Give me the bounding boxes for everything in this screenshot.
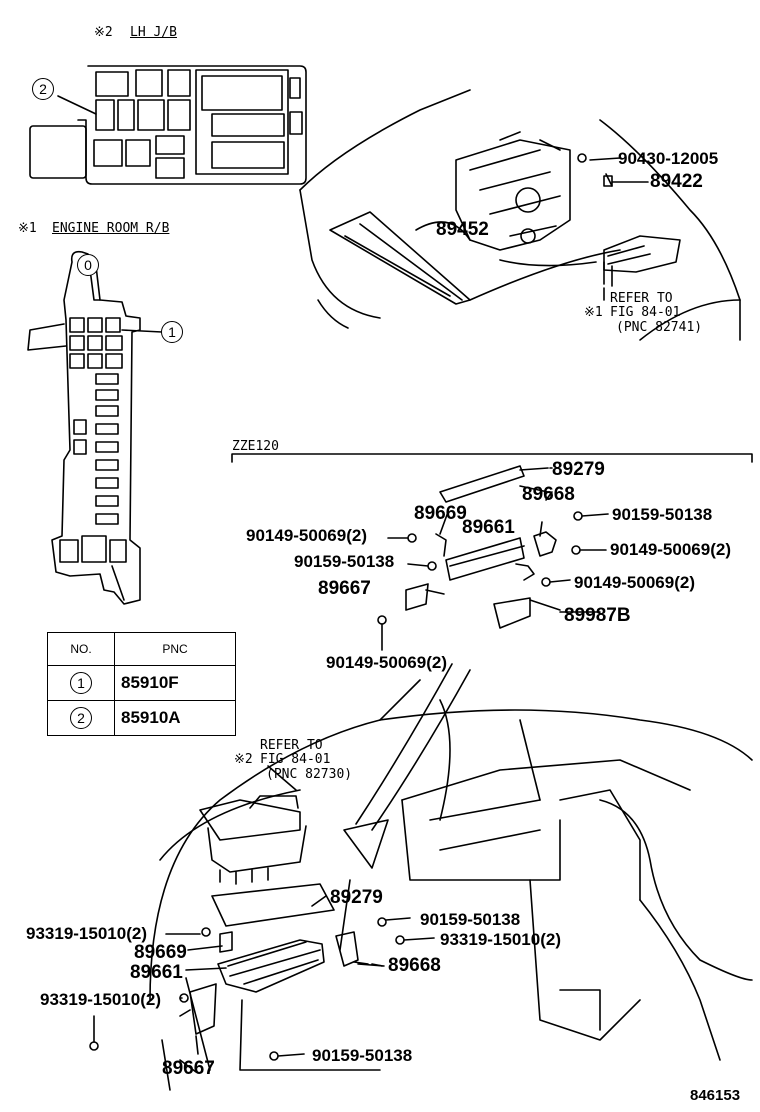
engine-compartment-drawing xyxy=(300,90,740,340)
pnc-row-no-cell: 1 xyxy=(47,665,115,701)
table-row: 1 85910F xyxy=(47,665,236,701)
pnc-row-value: 85910F xyxy=(114,665,236,701)
table-row: 2 85910A xyxy=(47,700,236,736)
pnc-row-no: 1 xyxy=(70,672,92,694)
zze-part-90149-50069-d: 90149-50069(2) xyxy=(326,653,447,672)
cabin-part-93319-15010-b: 93319-15010(2) xyxy=(40,990,161,1009)
zze-part-90149-50069-b: 90149-50069(2) xyxy=(610,540,731,559)
zze120-assembly-drawing xyxy=(378,466,608,650)
cabin-part-89669: 89669 xyxy=(134,942,187,963)
cabin-view-drawing xyxy=(90,680,752,1090)
zze-part-90159-50138-b: 90159-50138 xyxy=(294,552,395,571)
engine-room-rb-callout-0: 0 xyxy=(77,254,99,276)
zze-part-90159-50138-a: 90159-50138 xyxy=(612,505,713,524)
leader-lines xyxy=(166,468,600,1054)
pnc-table: NO. PNC 1 85910F 2 85910A xyxy=(47,632,236,736)
cabin-refer-mark: ※2 xyxy=(234,752,253,767)
cabin-part-93319-15010-a: 93319-15010(2) xyxy=(26,924,147,943)
cabin-refer-line3: (PNC 82730) xyxy=(266,767,353,782)
engine-refer-line2: FIG 84-01 xyxy=(610,305,681,320)
zze-part-89661: 89661 xyxy=(462,517,515,538)
cabin-refer-line1: REFER TO xyxy=(260,738,323,753)
zze-part-89279: 89279 xyxy=(552,459,605,480)
zze-part-89667: 89667 xyxy=(318,578,371,599)
zze-part-89668: 89668 xyxy=(522,484,575,505)
cabin-part-89667: 89667 xyxy=(162,1058,215,1079)
zze120-bracket-lines xyxy=(232,454,752,462)
cabin-part-89661: 89661 xyxy=(130,962,183,983)
engine-room-rb-title: ENGINE ROOM R/B xyxy=(52,221,170,236)
lh-junction-block-drawing xyxy=(30,66,306,184)
pnc-header-no: NO. xyxy=(47,632,115,666)
zze-part-89987b: 89987B xyxy=(564,605,631,626)
engine-refer-mark: ※1 xyxy=(584,305,603,320)
pnc-row-value: 85910A xyxy=(114,700,236,736)
pnc-row-no: 2 xyxy=(70,707,92,729)
engine-room-rb-mark: ※1 xyxy=(18,221,37,236)
diagram-code: 846153 xyxy=(690,1087,741,1104)
engine-refer-line3: (PNC 82741) xyxy=(616,320,703,335)
zze-part-90149-50069-c: 90149-50069(2) xyxy=(574,573,695,592)
cabin-part-89668: 89668 xyxy=(388,955,441,976)
pnc-row-no-cell: 2 xyxy=(47,700,115,736)
pnc-header-pnc: PNC xyxy=(114,632,236,666)
pointer-arrow xyxy=(344,664,470,868)
engine-room-rb-callout-1: 1 xyxy=(161,321,183,343)
zze120-title: ZZE120 xyxy=(232,439,279,454)
part-89422: 89422 xyxy=(650,171,703,192)
cabin-part-93319-15010-c: 93319-15010(2) xyxy=(440,930,561,949)
lh-jb-callout: 2 xyxy=(32,78,54,100)
cabin-refer-line2: FIG 84-01 xyxy=(260,752,331,767)
cabin-part-89279: 89279 xyxy=(330,887,383,908)
part-90430-12005: 90430-12005 xyxy=(618,149,719,168)
pnc-table-header: NO. PNC xyxy=(47,632,236,666)
zze-part-90149-50069-a: 90149-50069(2) xyxy=(246,526,367,545)
lh-jb-mark: ※2 xyxy=(94,25,113,40)
zze-part-89669: 89669 xyxy=(414,503,467,524)
part-89452: 89452 xyxy=(436,219,489,240)
lh-jb-title: LH J/B xyxy=(130,25,177,40)
cabin-part-90159-50138-b: 90159-50138 xyxy=(312,1046,413,1065)
engine-room-relay-block-drawing xyxy=(28,252,162,604)
cabin-part-90159-50138-a: 90159-50138 xyxy=(420,910,521,929)
engine-refer-line1: REFER TO xyxy=(610,291,673,306)
